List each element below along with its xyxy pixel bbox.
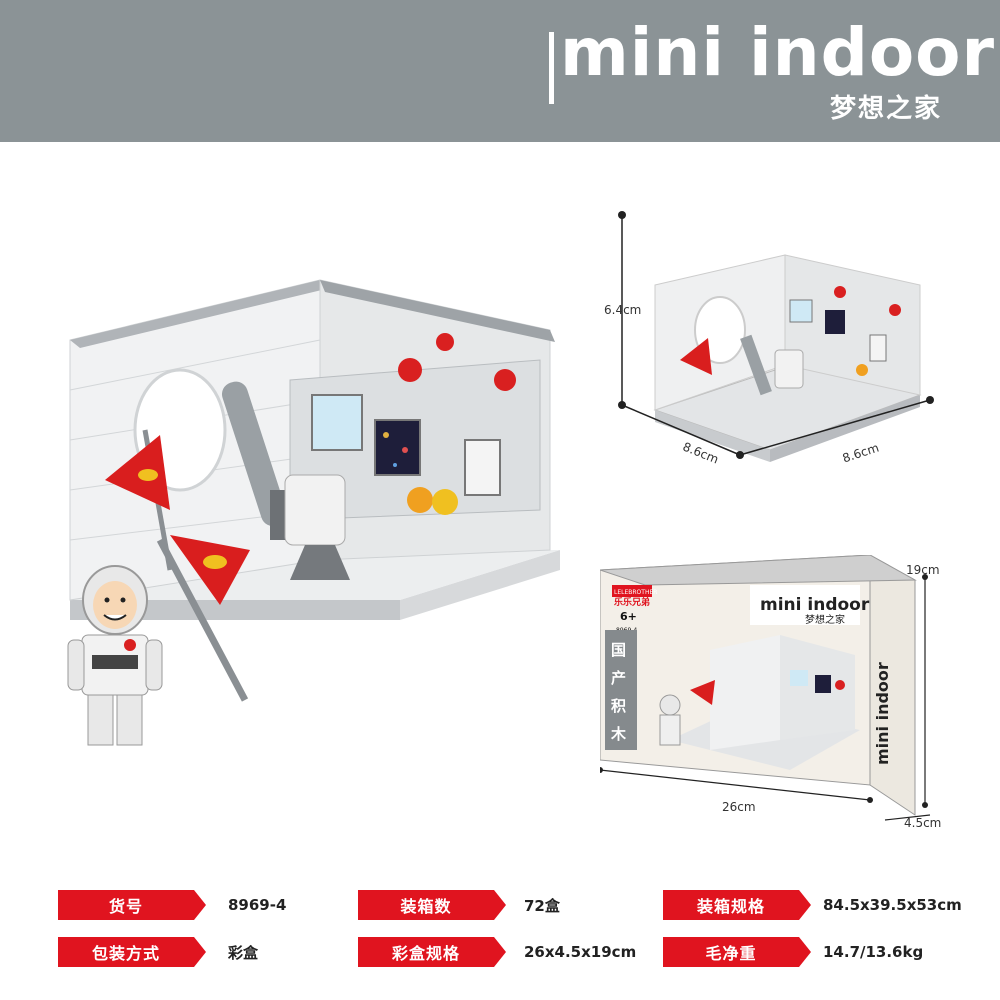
svg-text:积: 积	[611, 697, 626, 715]
box-brand-cn-text: 乐乐兄弟	[614, 596, 650, 608]
dimension-diagram	[618, 211, 934, 462]
box-packaging-image: LELEBROTHER 乐乐兄弟 6+ 8969-4 mini indoor 梦…	[600, 555, 931, 821]
box-dimension-depth: 4.5cm	[904, 816, 942, 830]
page-title: mini indoor	[560, 14, 996, 91]
spec-label-box-size: 彩盒规格	[358, 937, 506, 967]
page-subtitle: 梦想之家	[829, 94, 942, 124]
box-dimension-height: 19cm	[906, 563, 940, 577]
box-age-text: 6+	[620, 610, 637, 623]
dimension-height: 6.4cm	[604, 303, 642, 317]
spec-label-packaging: 包装方式	[58, 937, 206, 967]
header-banner	[0, 0, 1000, 142]
product-main-image	[67, 279, 560, 746]
spec-row-2: 包装方式 彩盒 彩盒规格 26x4.5x19cm 毛净重 14.7/13.6kg	[58, 937, 958, 967]
box-title-text: mini indoor	[760, 595, 870, 615]
spec-value-packaging: 彩盒	[228, 943, 259, 962]
spec-label-weight: 毛净重	[663, 937, 811, 967]
svg-text:国: 国	[611, 641, 626, 659]
spec-value-carton-qty: 72盒	[524, 896, 560, 915]
spec-value-box-size: 26x4.5x19cm	[524, 943, 637, 961]
box-dimension-width: 26cm	[722, 800, 756, 814]
spec-row-1: 货号 8969-4 装箱数 72盒 装箱规格 84.5x39.5x53cm	[58, 890, 962, 920]
spec-label-item-no: 货号	[58, 890, 206, 920]
spec-value-carton-size: 84.5x39.5x53cm	[823, 896, 962, 914]
box-subtitle-text: 梦想之家	[805, 613, 845, 626]
svg-text:木: 木	[610, 725, 627, 743]
spec-value-weight: 14.7/13.6kg	[823, 943, 924, 961]
spec-label-carton-size: 装箱规格	[663, 890, 811, 920]
header-divider	[549, 32, 554, 104]
svg-text:产: 产	[611, 669, 626, 687]
box-side-title-text: mini indoor	[873, 662, 892, 765]
box-brand-text: LELEBROTHER	[614, 589, 657, 596]
spec-value-item-no: 8969-4	[228, 896, 287, 914]
spec-label-carton-qty: 装箱数	[358, 890, 506, 920]
